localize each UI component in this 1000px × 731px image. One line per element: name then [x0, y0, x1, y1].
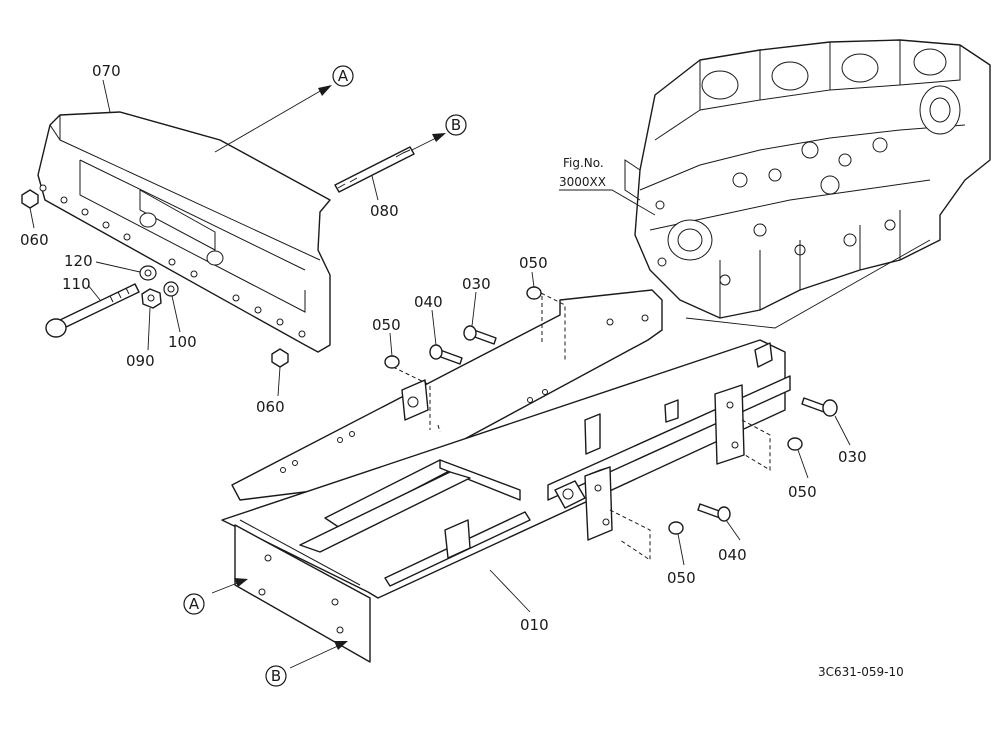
callout-050-d: 050 [667, 569, 696, 587]
bolt-030-right [801, 397, 838, 417]
callout-040-b: 040 [718, 546, 747, 564]
drawing-code: 3C631-059-10 [818, 665, 904, 679]
stud-bolt-080 [334, 146, 415, 193]
callout-090: 090 [126, 352, 155, 370]
arrow-from-a-bottom [211, 578, 248, 594]
callout-050-b: 050 [519, 254, 548, 272]
callout-060-a: 060 [20, 231, 49, 249]
bolt-030-top [463, 325, 497, 345]
flange-nut-060-a [21, 189, 39, 209]
callout-060-b: 060 [256, 398, 285, 416]
callout-040-a: 040 [414, 293, 443, 311]
marker-b-top: B [451, 116, 461, 134]
main-frame [221, 289, 791, 663]
callout-120: 120 [64, 252, 93, 270]
marker-b-bottom: B [271, 667, 281, 685]
bolt-110 [45, 283, 140, 338]
arrow-to-b-top [411, 133, 446, 151]
arrow-to-a-top [214, 85, 332, 153]
callout-030-b: 030 [838, 448, 867, 466]
callout-100: 100 [168, 333, 197, 351]
front-bracket [37, 111, 331, 353]
arrow-from-b-bottom [289, 641, 348, 669]
engine-block [624, 39, 991, 319]
flange-nut-060-b [271, 348, 289, 368]
fig-no-value: 3000XX [559, 175, 606, 189]
collar-050-c [787, 437, 803, 451]
bolt-040-top [429, 344, 463, 365]
collar-050-b [526, 286, 542, 300]
callout-010: 010 [520, 616, 549, 634]
callout-050-c: 050 [788, 483, 817, 501]
bolt-040-lower [697, 503, 731, 522]
callout-050-a: 050 [372, 316, 401, 334]
callout-070: 070 [92, 62, 121, 80]
marker-a-bottom: A [189, 595, 200, 613]
callout-080: 080 [370, 202, 399, 220]
collar-050-d [668, 521, 684, 535]
callout-110: 110 [62, 275, 91, 293]
fig-no-label: Fig.No. [563, 156, 604, 170]
marker-a-top: A [338, 67, 349, 85]
collar-050-a [384, 355, 400, 369]
callout-030-a: 030 [462, 275, 491, 293]
